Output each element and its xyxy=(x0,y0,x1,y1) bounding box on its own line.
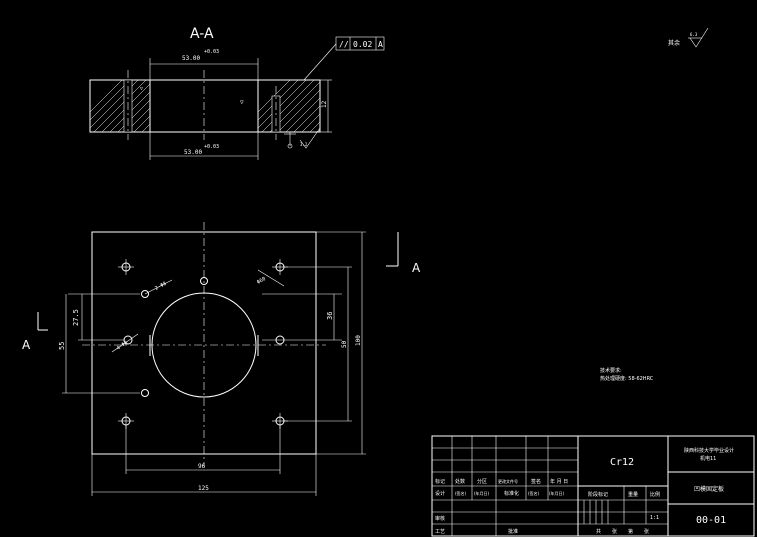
sheet-label: 张 xyxy=(612,528,617,535)
scale-label: 比例 xyxy=(650,491,660,498)
hole xyxy=(141,290,149,298)
dim-55: 55 xyxy=(58,342,66,350)
title-block xyxy=(431,435,755,537)
header-cell: 签名 xyxy=(531,478,541,485)
header-cell: 标记 xyxy=(435,478,445,485)
header-cell: 更改文件号 xyxy=(498,478,518,484)
header-cell: 分区 xyxy=(477,478,487,485)
hole-label-3: 4-Φ8 xyxy=(116,340,129,352)
weight-label: 重量 xyxy=(628,491,638,498)
flatness-datum: A xyxy=(378,40,383,49)
datum-dot xyxy=(287,143,293,149)
stage-label: 阶段标记 xyxy=(588,491,608,498)
leader xyxy=(144,279,173,295)
header-cell: 年 月 日 xyxy=(550,478,568,485)
notes-line1: 热处理硬度: 58-62HRC xyxy=(600,375,654,382)
part-name: 凹模固定板 xyxy=(694,485,724,493)
view-label-left: A xyxy=(22,338,31,352)
sheet-label: 共 xyxy=(596,528,601,535)
view-label-right: A xyxy=(412,261,421,275)
sheet-label: 第 xyxy=(628,528,633,535)
roughness-note-symbol xyxy=(689,27,709,48)
flatness-value: 0.02 xyxy=(353,40,372,49)
holes xyxy=(118,259,288,429)
notes-title: 技术要求: xyxy=(600,367,622,374)
section-label: A-A xyxy=(190,26,214,42)
header-cell: 处数 xyxy=(455,478,465,485)
hole-label-1: 2-Φ8 xyxy=(154,281,167,292)
row4-cell: 批准 xyxy=(508,528,518,535)
roughness-note-label: 其余 xyxy=(668,39,680,47)
leader xyxy=(111,333,139,353)
dim-height-value: 12 xyxy=(321,100,328,108)
dim-right-outer: 100 xyxy=(355,335,362,346)
dim-bottom-outer: 125 xyxy=(198,485,209,492)
center-bore xyxy=(151,292,257,398)
school: 陕西科技大学毕业设计 xyxy=(684,447,734,454)
dim-36: 36 xyxy=(326,312,334,320)
drawing-no: 00-01 xyxy=(696,515,726,526)
roughness-note-value: 6.3 xyxy=(690,32,698,37)
dim-top-value: 53.00 xyxy=(182,55,200,62)
roughness-symbol xyxy=(299,127,321,149)
material: Cr12 xyxy=(610,457,634,468)
row2-cell: (签名) xyxy=(528,490,540,496)
roughness-value: 3.2 xyxy=(300,142,308,147)
roughness-mark: ▽ xyxy=(240,99,244,106)
row2-cell: (年月日) xyxy=(549,490,565,496)
flatness-frame xyxy=(335,36,385,51)
row2-cell: (签名) xyxy=(455,490,467,496)
school-sub: 机电11 xyxy=(700,455,716,462)
flatness-symbol: // xyxy=(339,40,349,49)
hole-label-2: Φ60 xyxy=(256,276,267,286)
dim-bottom-value: 53.00 xyxy=(184,149,202,156)
row4-cell: 工艺 xyxy=(435,529,445,535)
dim-bottom-tol: +0.03 xyxy=(204,144,219,150)
row2-cell: 标准化 xyxy=(504,490,519,497)
hole xyxy=(200,277,208,285)
flatness-leader xyxy=(303,43,337,81)
row2-cell: 设计 xyxy=(435,490,445,497)
dim-bottom-inner: 96 xyxy=(198,463,206,470)
sheet-label: 张 xyxy=(644,528,649,535)
row3-cell: 审核 xyxy=(435,515,445,522)
dim-right-inner: 50 xyxy=(341,340,348,348)
hole xyxy=(141,389,149,397)
roughness-mark: ▽ xyxy=(140,86,143,92)
scale-value: 1:1 xyxy=(650,515,659,521)
dim-275: 27.5 xyxy=(72,309,80,326)
dim-top-tol: +0.03 xyxy=(204,49,219,55)
leader xyxy=(257,269,285,287)
row2-cell: (年月日) xyxy=(474,490,490,496)
